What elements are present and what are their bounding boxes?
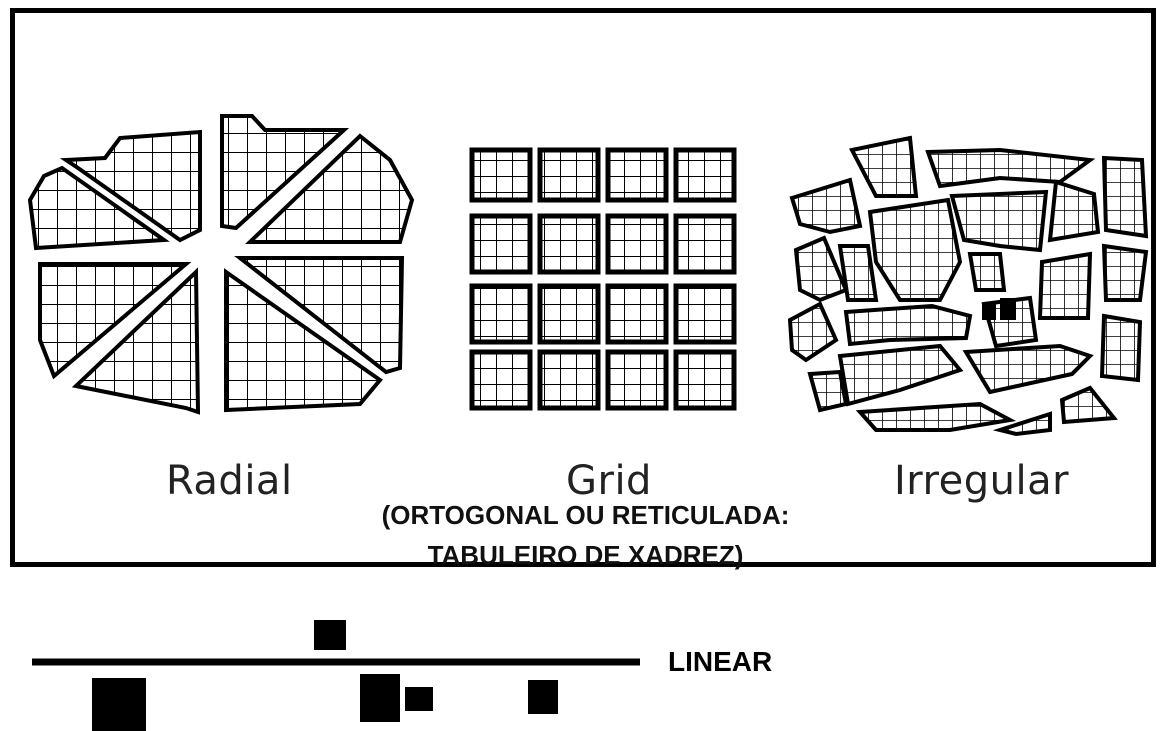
- linear-label: LINEAR: [668, 646, 773, 677]
- linear-block: [360, 674, 400, 722]
- irregular-plan: [787, 135, 1149, 437]
- linear-block: [405, 687, 433, 711]
- linear-diagram: [32, 620, 640, 731]
- irregular-label: Irregular: [894, 458, 1070, 504]
- radial-plan: [27, 114, 415, 415]
- linear-block: [528, 680, 558, 714]
- grid-note-line2: TABULEIRO DE XADREZ): [427, 540, 744, 570]
- figure-frame: [10, 8, 1156, 567]
- irregular-dark-block: [982, 304, 996, 320]
- radial-label: Radial: [166, 458, 293, 504]
- linear-block: [92, 678, 146, 731]
- grid-label: Grid: [566, 458, 652, 504]
- irregular-dark-block: [1000, 298, 1016, 320]
- linear-block: [314, 620, 346, 650]
- grid-plan: [469, 147, 737, 411]
- grid-note-line1: (ORTOGONAL OU RETICULADA:: [381, 500, 790, 530]
